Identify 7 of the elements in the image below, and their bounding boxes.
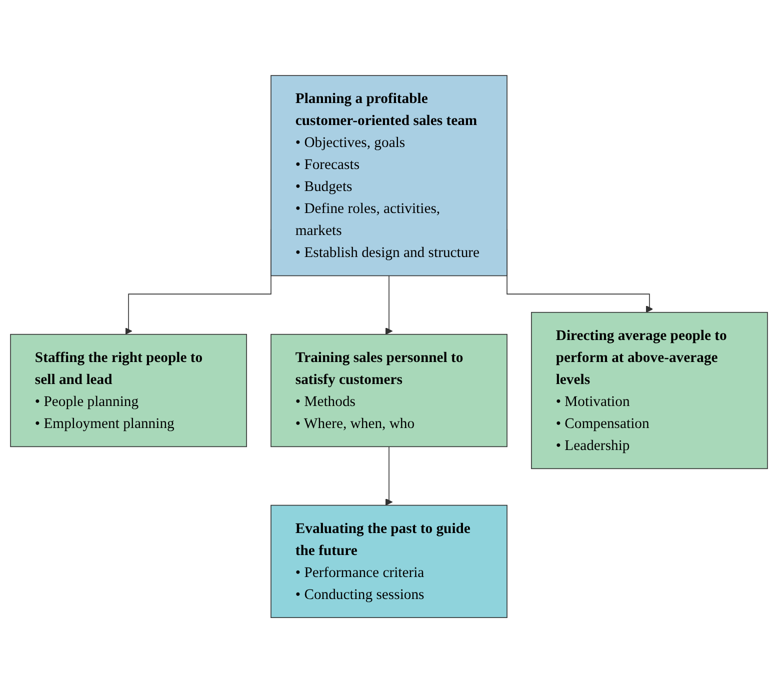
node-box: Evaluating the past to guide the future • Performance criteria • Conducting sessions bbox=[270, 505, 508, 618]
node-box: Training sales personnel to satisfy customers • Methods • Where, when, who bbox=[270, 334, 508, 448]
arrow bbox=[385, 446, 393, 506]
node-box: Directing average people to perform at above-average levels • Motivation • Compensation • Leadership bbox=[531, 312, 768, 470]
node-box: Staffing the right people to sell and lead • People planning • Employment planning bbox=[10, 334, 247, 448]
arrow bbox=[385, 276, 393, 336]
node-box: Planning a profitable customer-oriented sales team • Objectives, goals • Forecasts • Budgets • Define roles, activities, markets • Establish design and structure bbox=[270, 76, 508, 277]
